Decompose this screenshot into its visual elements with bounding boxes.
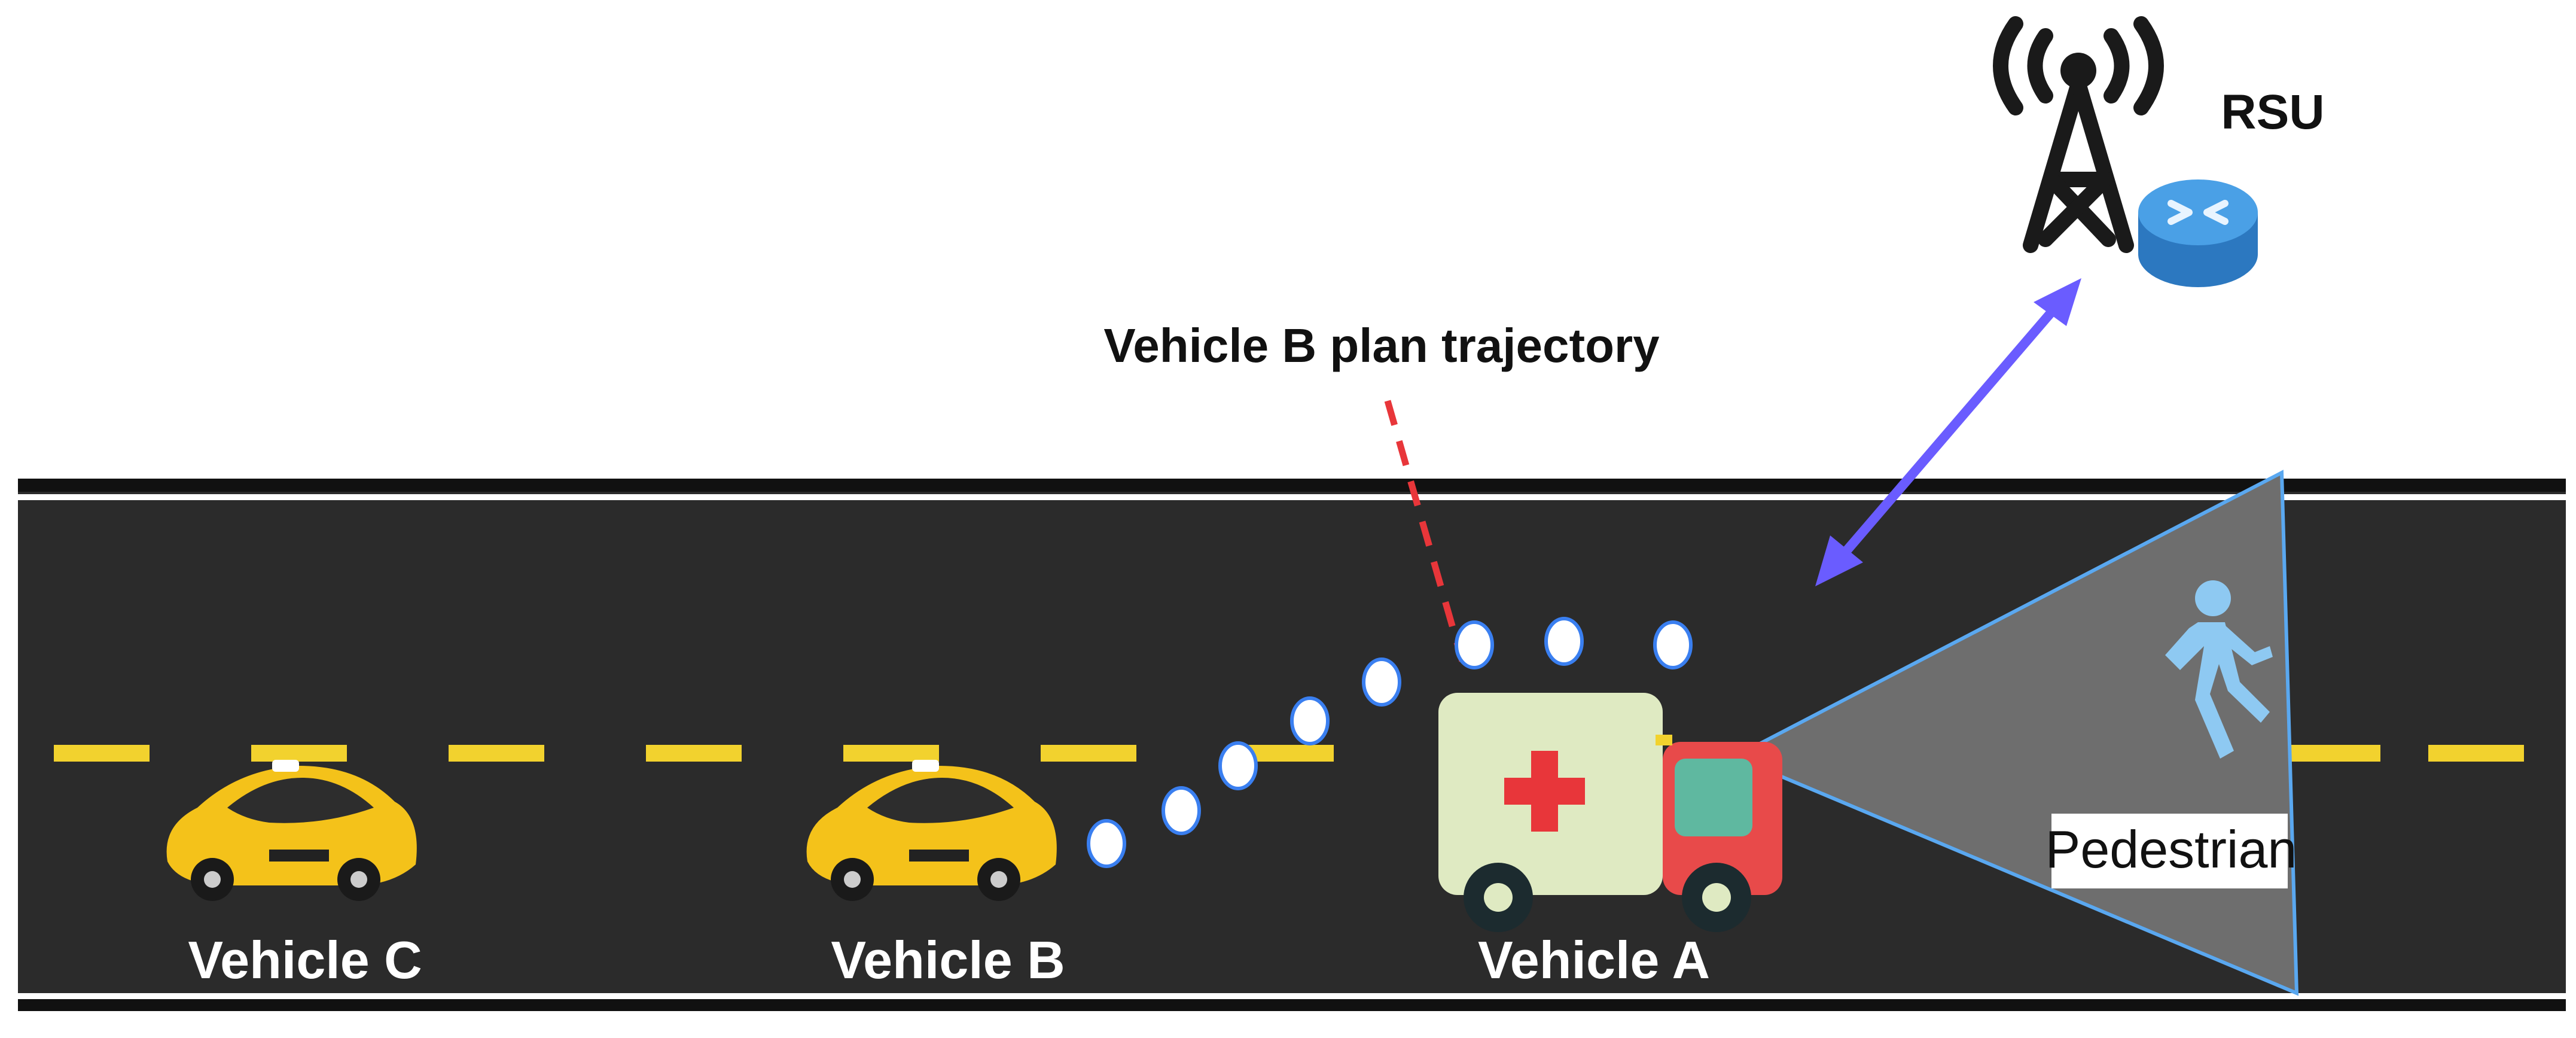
trajectory-pointer-line	[1384, 400, 1466, 662]
trajectory-dot	[1362, 657, 1401, 707]
lane-dash	[843, 745, 939, 762]
ambulance-icon	[1438, 693, 1782, 932]
vehicle-a-label: Vehicle A	[1478, 930, 1710, 990]
lane-center-dashes	[54, 745, 2524, 762]
trajectory-dot	[1162, 786, 1201, 835]
router-icon	[2138, 179, 2258, 287]
road-bottom-curb	[18, 999, 2566, 1011]
antenna-tip	[2060, 53, 2096, 89]
trajectory-dot	[1544, 617, 1584, 666]
trajectory-dot	[1087, 819, 1126, 868]
rsu: RSU	[1993, 16, 2325, 287]
lane-dash	[2285, 745, 2380, 762]
vehicle-b-label: Vehicle B	[831, 930, 1065, 990]
walking-person-icon	[2165, 580, 2273, 759]
road-top-curb	[18, 479, 2566, 492]
lane-dash	[646, 745, 742, 762]
trajectory-dots	[1087, 617, 1693, 868]
trajectory-dot	[1653, 620, 1693, 669]
antenna-tower-icon	[1993, 16, 2164, 253]
taxi-icon-vehicle-c	[166, 760, 417, 901]
road-bottom-edge-line	[18, 993, 2566, 999]
lane-dash	[251, 745, 347, 762]
pedestrian-label-box	[2051, 814, 2288, 888]
vehicle-c-label: Vehicle C	[188, 930, 422, 990]
lane-dash	[449, 745, 544, 762]
trajectory-dot	[1290, 696, 1330, 745]
trajectory-dot	[1218, 741, 1258, 790]
taxi-icon-vehicle-b	[806, 760, 1057, 901]
lane-dash	[54, 745, 150, 762]
lane-dash	[2428, 745, 2524, 762]
road-top-edge-line	[18, 494, 2566, 500]
rsu-vehicle-link-arrow	[1815, 278, 2081, 586]
pedestrian-label: Pedestrian	[2045, 820, 2297, 879]
trajectory-label: Vehicle B plan trajectory	[1103, 319, 1660, 372]
rsu-label: RSU	[2221, 85, 2324, 139]
lane-dash	[1041, 745, 1136, 762]
trajectory-dot	[1455, 620, 1494, 669]
